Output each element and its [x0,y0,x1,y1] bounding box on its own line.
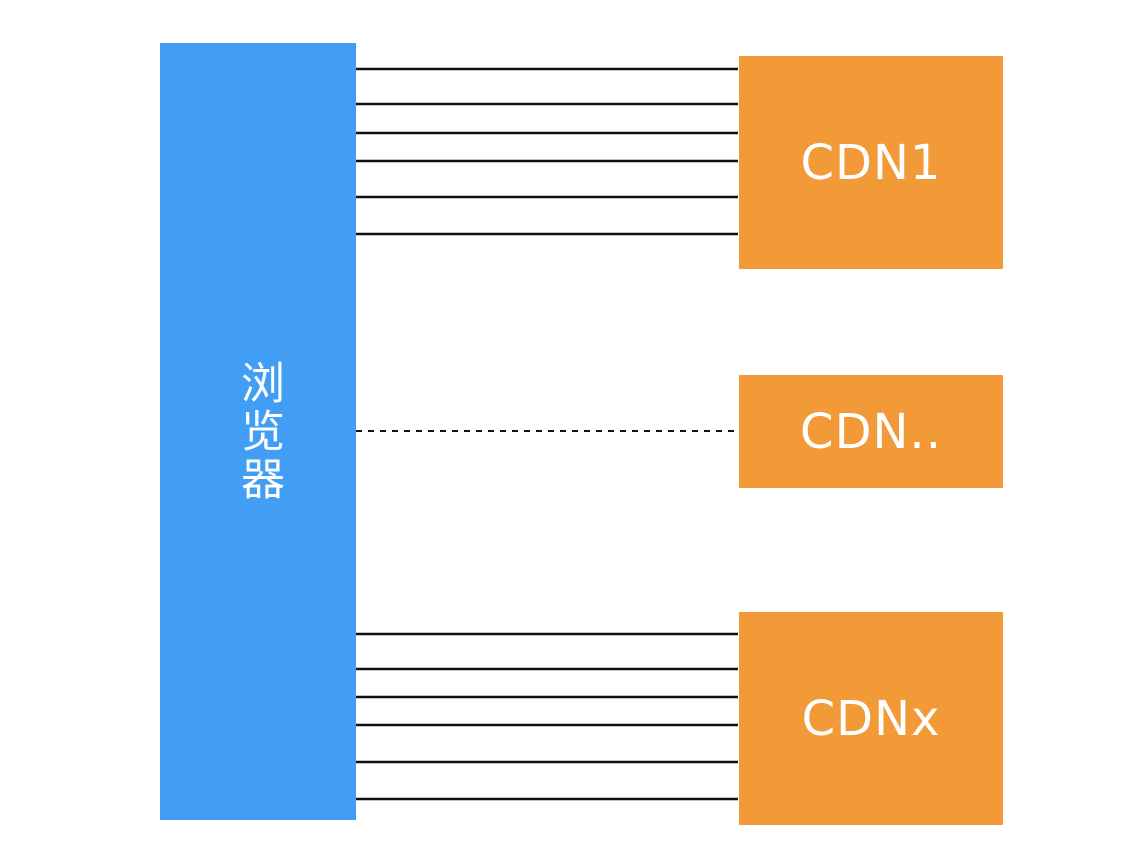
cdn-node-ellipsis: CDN.. [739,375,1003,488]
cdn-node-x-label: CDNx [801,690,941,747]
cdn1-connection-group [356,67,738,236]
browser-block: 浏览器 [160,43,356,820]
cdn-node-x: CDNx [739,612,1003,825]
cdn-node-1-label: CDN1 [800,134,942,191]
cdn-node-1: CDN1 [739,56,1003,269]
cdnx-connection-group [356,632,738,801]
browser-label: 浏览器 [233,359,285,504]
cdn-node-ellipsis-label: CDN.. [800,403,942,460]
